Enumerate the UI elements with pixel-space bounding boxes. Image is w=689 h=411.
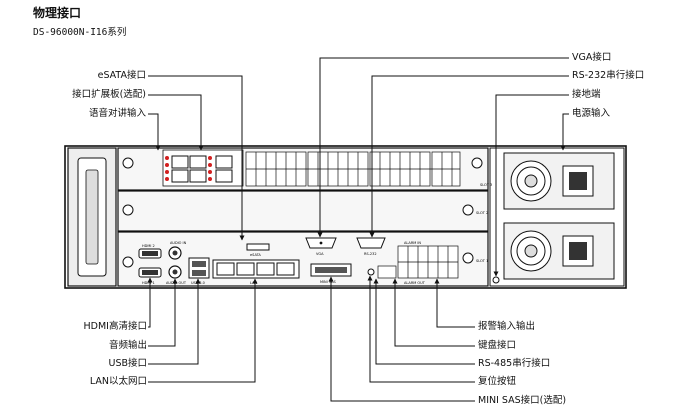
label-power-input: 电源输入 <box>572 108 611 119</box>
label-audio-talk-input: 语音对讲输入 <box>88 108 146 119</box>
hdmi-2-text: HDMI 2 <box>142 244 155 248</box>
rs232-port <box>356 237 386 249</box>
label-hdmi: HDMI高清接口 <box>83 321 147 332</box>
usb-ports <box>188 257 210 279</box>
left-mounting-ear <box>67 147 117 287</box>
alarm-terminals <box>377 245 459 279</box>
audio-in-text: AUDIO IN <box>170 241 187 245</box>
label-reset-button: 复位按钮 <box>478 376 517 387</box>
minisas-port <box>310 263 352 277</box>
label-alarm-io: 报警输入输出 <box>478 321 536 332</box>
power-supply-top <box>503 152 615 210</box>
esata-text: eSATA <box>250 253 261 257</box>
label-esata: eSATA接口 <box>97 70 146 81</box>
alarm-in-text: ALARM IN <box>404 241 421 245</box>
power-supply-bottom <box>503 222 615 280</box>
reset-button-hole <box>367 268 375 276</box>
label-keyboard: 键盘接口 <box>478 340 517 351</box>
leader-lines <box>147 57 569 402</box>
lan-text: LAN <box>250 281 257 285</box>
audio-jacks <box>168 246 182 279</box>
vga-text: VGA <box>316 252 324 256</box>
label-rs485: RS-485串行接口 <box>478 358 551 369</box>
audio-out-text: AUDIO OUT <box>166 281 187 285</box>
label-minisas: MINI SAS接口(选配) <box>478 395 567 406</box>
label-rs232: RS-232串行接口 <box>572 70 645 81</box>
alarm-out-text: ALARM OUT <box>404 281 426 285</box>
vga-port <box>305 237 337 249</box>
minisas-text: MINI SAS <box>320 280 336 284</box>
audio-talk-module <box>162 149 244 187</box>
label-expansion-board: 接口扩展板(选配) <box>72 89 146 100</box>
label-vga: VGA接口 <box>572 52 612 63</box>
label-lan: LAN以太网口 <box>89 376 147 387</box>
slot-3-label: SLOT 3 <box>480 183 492 187</box>
slot-3-terminal-blocks <box>245 151 461 187</box>
hdmi-1-text: HDMI 1 <box>142 281 155 285</box>
hdmi-ports <box>138 248 162 278</box>
esata-port <box>246 243 270 251</box>
label-usb: USB接口 <box>108 358 147 369</box>
rs232-text: RS-232 <box>364 252 377 256</box>
slot-2-label: SLOT 2 <box>476 211 488 215</box>
page-title: 物理接口 <box>33 6 82 20</box>
model-subtitle: DS-96000N-I16系列 <box>33 27 127 38</box>
slot-1-label: SLOT 1 <box>476 259 488 263</box>
slot-2-bay <box>117 190 489 232</box>
label-audio-out: 音频输出 <box>108 340 147 351</box>
label-ground: 接地端 <box>572 89 601 100</box>
lan-ports <box>212 259 300 279</box>
ground-screw <box>492 276 500 284</box>
